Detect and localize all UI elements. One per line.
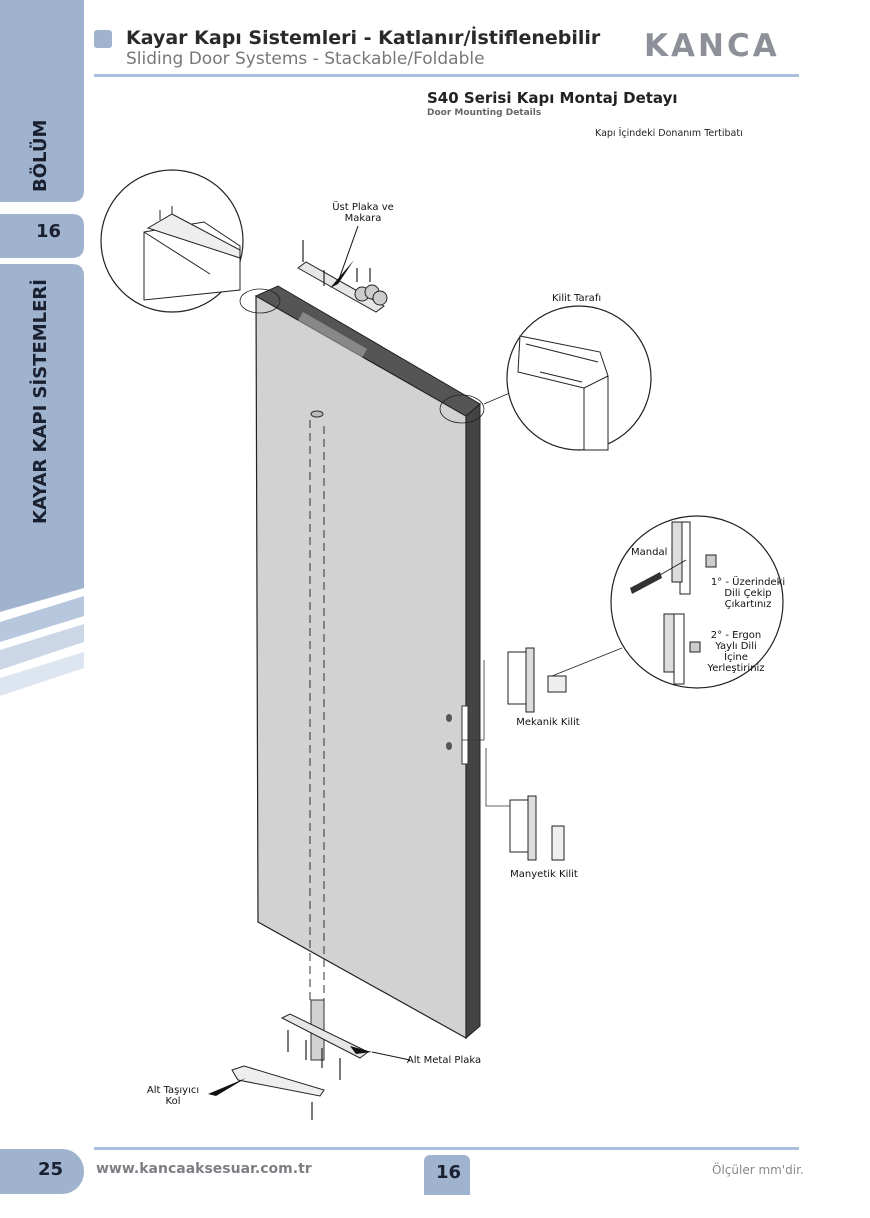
callout-latch: Mandal [631,547,668,558]
footer-section-number: 16 [436,1162,462,1183]
callout-step2-line3: İçine [724,652,748,663]
section-title: S40 Serisi Kapı Montaj Detayı [427,89,678,107]
footer-divider [94,1147,799,1150]
callout-top-plate: Üst Plaka ve Makara [328,202,398,224]
latch-detail-circle [610,515,784,689]
page-number-tab: 25 [0,1149,84,1194]
callout-carrier-arm: Alt Taşıyıcı Kol [140,1085,206,1107]
callout-step1: 1° - Üzerindeki Dili Çekip Çıkartınız [708,577,788,610]
website-link[interactable]: www.kancaaksesuar.com.tr [96,1161,312,1177]
corner-detail-circle [100,169,244,313]
callout-step2-line1: 2° - Ergon [710,630,762,641]
header-bullet [94,30,112,48]
callout-step2: 2° - Ergon Yaylı Dili İçine Yerleştirini… [696,630,776,674]
door-face [255,294,467,1040]
section-subtitle: Door Mounting Details [427,108,542,118]
callout-bottom-plate: Alt Metal Plaka [406,1055,482,1066]
callout-step1-line3: Çıkartınız [724,599,772,610]
page-number: 25 [38,1159,64,1180]
magnetic-lock-drawing [509,795,565,861]
callout-step2-line2: Yaylı Dili [715,641,757,652]
page-subtitle: Sliding Door Systems - Stackable/Foldabl… [126,49,485,69]
callout-mechanical-lock: Mekanik Kilit [516,717,580,728]
measurement-note: Ölçüler mm'dir. [712,1163,804,1177]
sidebar-background [0,0,84,696]
sidebar: BÖLÜM 16 KAYAR KAPI SİSTEMLERİ [0,0,84,1214]
header-divider [94,74,799,77]
carrier-arm [231,1065,325,1097]
section-number-tab: 16 [424,1155,470,1195]
callout-lock-side: Kilit Tarafı [552,293,602,304]
door-side-edge [465,402,481,1040]
callout-step1-line2: Dili Çekip [724,588,772,599]
callout-carrier-arm-line1: Alt Taşıyıcı [146,1085,200,1096]
callout-magnetic-lock: Manyetik Kilit [510,869,578,880]
lock-side-detail-circle [506,305,652,451]
callout-step2-line4: Yerleştiriniz [707,663,765,674]
section-note: Kapı İçindeki Donanım Tertibatı [595,128,743,139]
section-number: 16 [36,221,62,242]
callout-step1-line1: 1° - Üzerindeki [710,577,786,588]
callout-carrier-arm-line2: Kol [165,1096,181,1107]
hidden-rod [309,420,325,1004]
top-rollers [354,284,388,306]
callout-top-plate-line1: Üst Plaka ve [332,202,394,213]
callout-top-plate-line2: Makara [344,213,382,224]
page-title: Kayar Kapı Sistemleri - Katlanır/İstifle… [126,27,601,49]
kanca-logo: KANCA [644,28,780,64]
mechanical-lock-drawing [507,647,567,713]
